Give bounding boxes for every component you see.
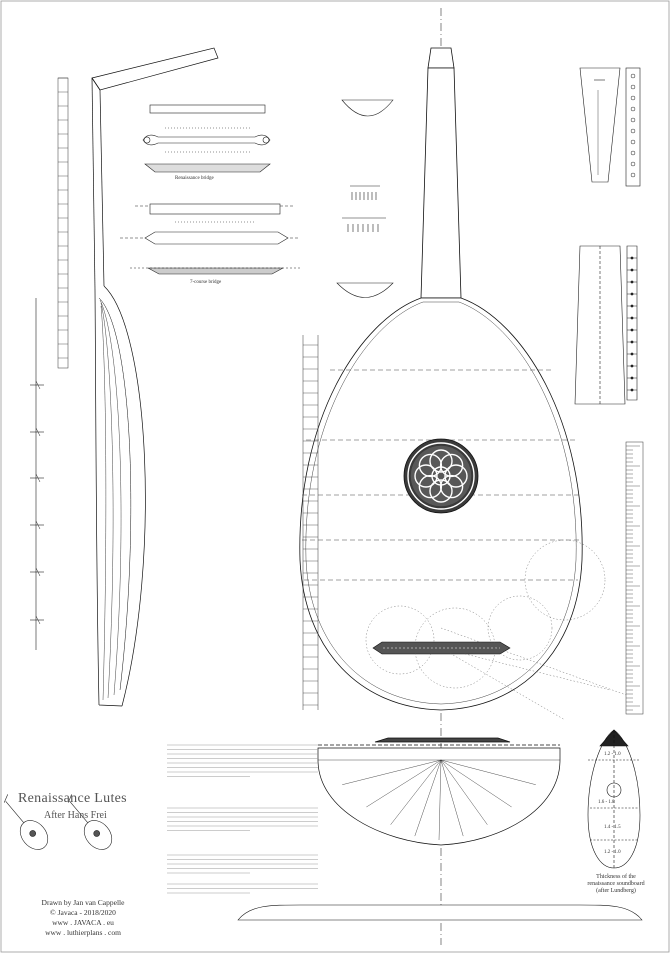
plan-subtitle: After Hans Frei — [44, 810, 107, 821]
soundboard-caption-2: renaissance soundboard — [587, 881, 645, 887]
pegbox-top-views — [579, 67, 641, 187]
seven-course-bridge-views — [120, 203, 300, 275]
thickness-4: 1.2 - 1.0 — [604, 850, 621, 855]
side-elevation-guides — [30, 298, 44, 650]
credit-copyright: © Javaca - 2018/2020 — [50, 908, 116, 917]
soundboard-caption-3: (after Lundberg) — [596, 888, 636, 894]
side-view-lute — [91, 47, 219, 707]
seven-course-bridge-label: 7-course bridge — [190, 280, 222, 285]
side-pegbox — [91, 47, 219, 91]
left-scale — [57, 77, 69, 369]
thickness-3: 1.6 - 1.8 — [598, 800, 615, 805]
rose — [403, 438, 479, 514]
right-ruler — [625, 441, 644, 715]
soundboard-caption-1: Thickness of the — [596, 874, 636, 880]
small-lute-icons — [3, 794, 113, 850]
neck-sections — [336, 99, 394, 298]
credit-drawn-by: Drawn by Jan van Cappelle — [41, 898, 125, 907]
thickness-1: 1.2 - 1.0 — [604, 752, 621, 757]
soundboard-thickness — [587, 729, 641, 869]
plan-notes-block — [167, 744, 318, 894]
neck-side-views — [574, 245, 638, 405]
plan-title: Renaissance Lutes — [18, 791, 127, 806]
renaissance-bridge-views — [142, 104, 271, 173]
mould-base — [237, 904, 643, 921]
front-view-lute — [299, 47, 583, 711]
mould-view — [317, 737, 561, 846]
credit-site-1: www . JAVACA . eu — [52, 918, 114, 927]
front-left-scale — [302, 335, 319, 710]
thickness-2: 1.4 - 1.5 — [604, 825, 621, 830]
renaissance-bridge-label: Renaissance bridge — [175, 176, 214, 181]
credit-site-2: www . luthierplans . com — [45, 928, 121, 937]
construction-circles — [365, 539, 641, 721]
